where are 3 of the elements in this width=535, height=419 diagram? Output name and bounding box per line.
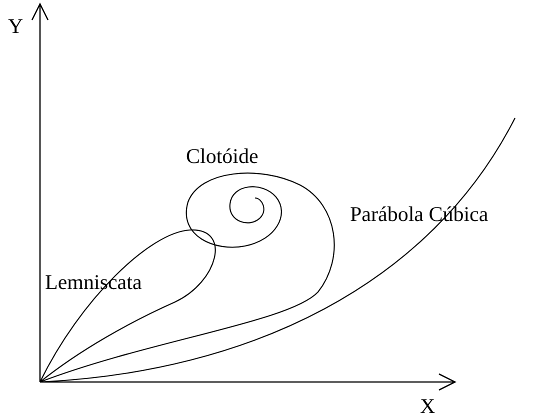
axis-label: X	[420, 396, 436, 417]
curve-label: Clotóide	[186, 146, 258, 167]
axis-label: Y	[8, 16, 24, 37]
